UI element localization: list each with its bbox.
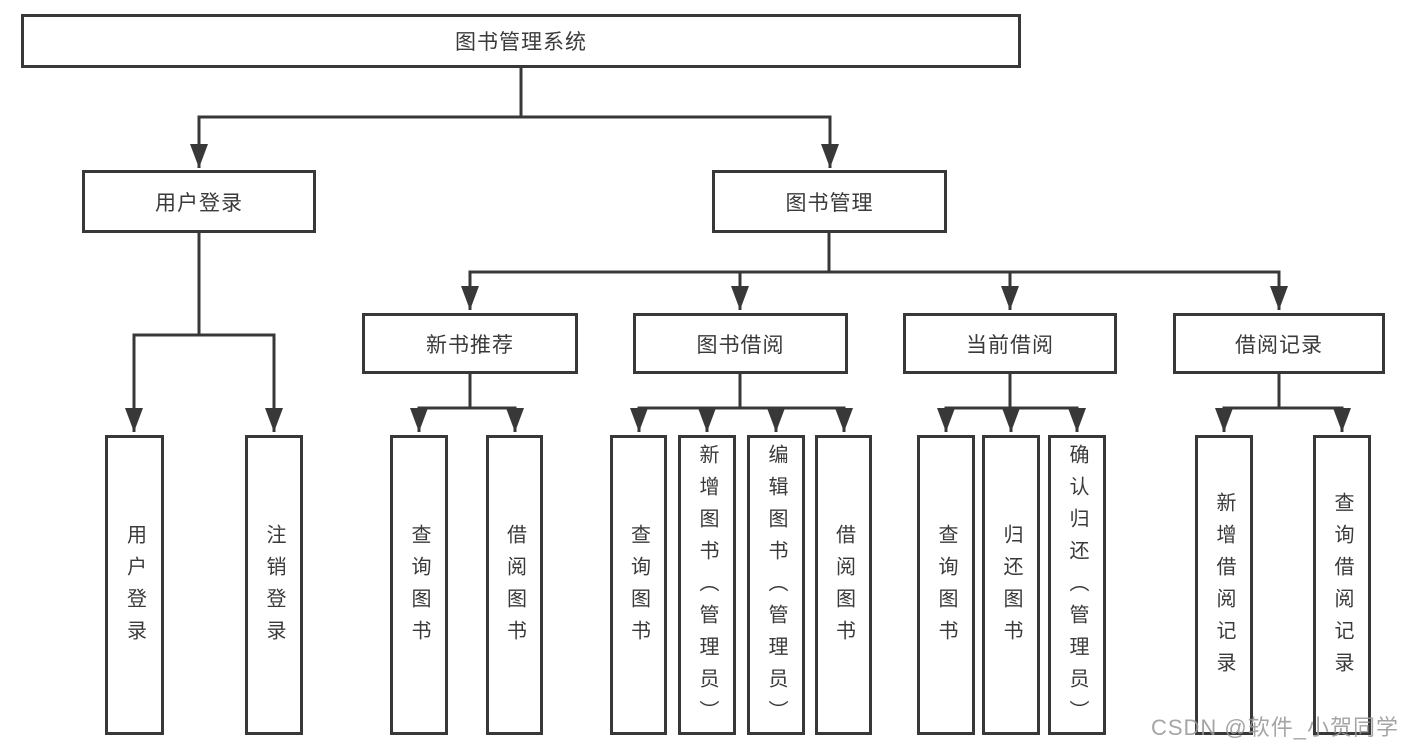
node-user-login: 用户登录 [82, 170, 316, 233]
node-borrow-records: 借阅记录 [1173, 313, 1385, 374]
leaf-query-books-borrow: 查询图书 [610, 435, 667, 735]
leaf-query-borrow-record: 查询借阅记录 [1313, 435, 1371, 735]
node-library-system: 图书管理系统 [21, 14, 1021, 68]
leaf-borrow-books: 借阅图书 [815, 435, 872, 735]
leaf-user-login: 用户登录 [105, 435, 164, 735]
leaf-confirm-return-admin: 确认归还（管理员） [1048, 435, 1106, 735]
node-new-book-recommend: 新书推荐 [362, 313, 578, 374]
leaf-query-books-current: 查询图书 [917, 435, 975, 735]
csdn-watermark: CSDN @软件_小贺同学 [1150, 715, 1399, 740]
leaf-add-borrow-record: 新增借阅记录 [1195, 435, 1253, 735]
leaf-borrow-books-recommend: 借阅图书 [486, 435, 543, 735]
node-book-borrow: 图书借阅 [633, 313, 848, 374]
leaf-return-books: 归还图书 [982, 435, 1040, 735]
node-current-borrow: 当前借阅 [903, 313, 1117, 374]
leaf-query-books-recommend: 查询图书 [390, 435, 448, 735]
leaf-add-books-admin: 新增图书（管理员） [678, 435, 736, 735]
leaf-edit-books-admin: 编辑图书（管理员） [747, 435, 805, 735]
leaf-logout: 注销登录 [245, 435, 303, 735]
node-book-management: 图书管理 [712, 170, 947, 233]
